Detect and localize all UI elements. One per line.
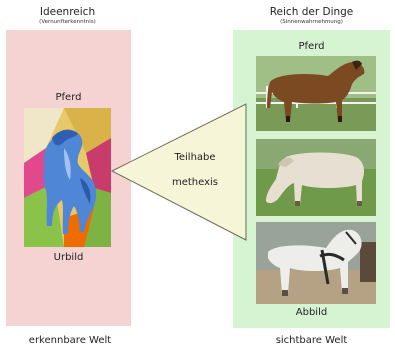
grazing-horse-photo [256,139,376,216]
real-horse-label: Pferd [233,41,390,53]
methexis-label: methexis [150,177,240,189]
blue-horse-painting [24,108,111,247]
copy-label: Abbild [233,307,390,319]
draft-horse-photo [256,222,376,304]
participation-label: Teilhabe [150,152,240,164]
archetype-label: Urbild [6,252,131,264]
ideal-horse-label: Pferd [6,92,131,104]
brown-horse-photo [256,56,376,131]
visible-world-caption: sichtbare Welt [233,335,390,347]
knowable-world-caption: erkennbare Welt [0,335,140,347]
